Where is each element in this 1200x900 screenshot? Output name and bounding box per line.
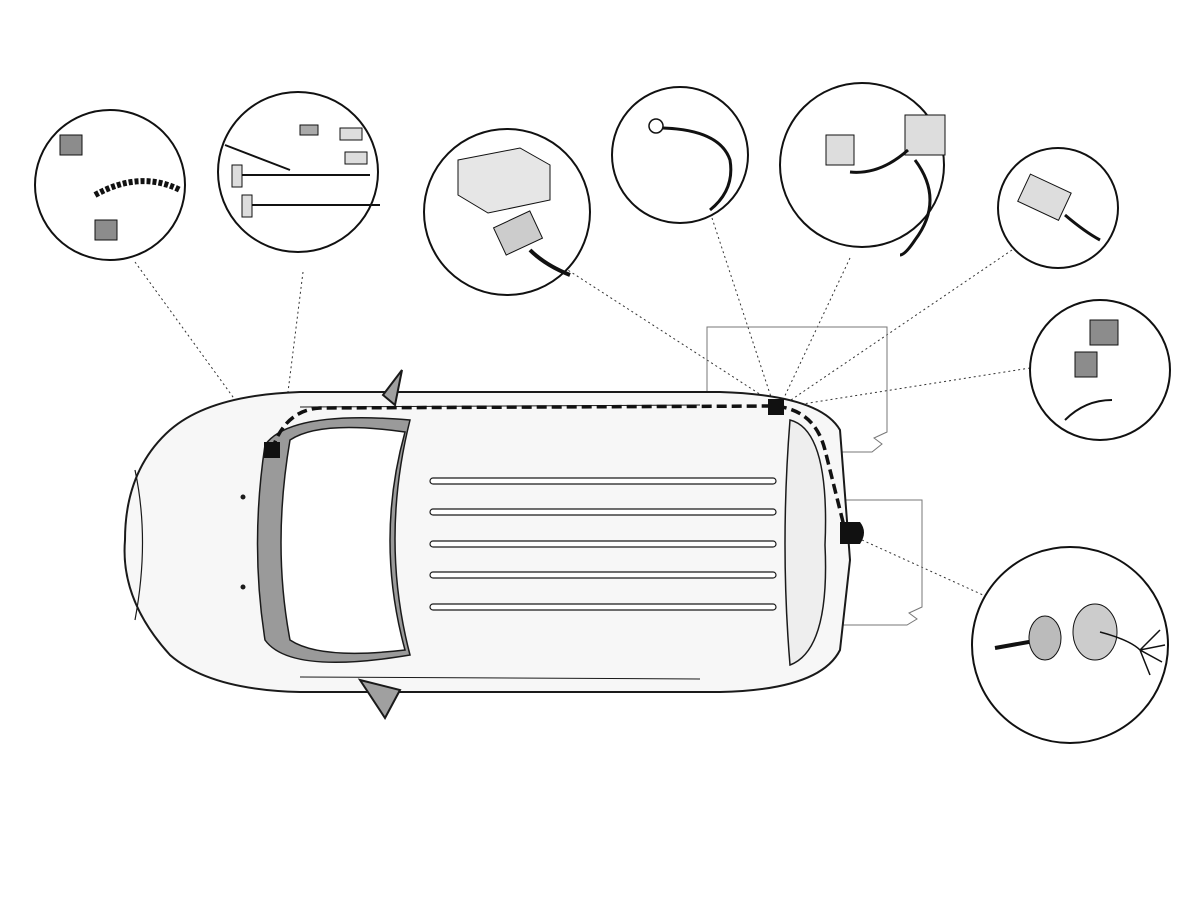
leader-line-plug [781, 257, 851, 403]
leader-line-small-connector [787, 249, 1013, 403]
detail-wire-clip [1029, 299, 1171, 441]
detail-tow-socket [971, 546, 1169, 744]
leader-line-socket [861, 539, 1006, 606]
detail-control-module [423, 128, 591, 296]
tow-socket [840, 522, 864, 544]
wiring-harness [264, 399, 864, 544]
mirror-left [381, 369, 403, 407]
leader-line-clip [789, 367, 1031, 407]
splice-point-front [264, 442, 280, 458]
module-location [768, 399, 784, 415]
roof-rails [429, 477, 777, 611]
detail-vehicle-plug [779, 82, 946, 257]
rear-window [784, 419, 827, 667]
detail-small-connector [997, 147, 1119, 269]
front-grille [134, 469, 144, 621]
car-top-view [123, 369, 852, 720]
mirror-right [357, 678, 402, 720]
leader-line-ground [711, 217, 773, 401]
detail-ground-eyelet [611, 86, 749, 224]
leader-line-module [559, 264, 773, 403]
detail-fuse-taps [217, 91, 380, 253]
detail-connectors-splice [34, 109, 186, 261]
side-line-bottom [299, 676, 701, 680]
roof-front [280, 426, 406, 655]
